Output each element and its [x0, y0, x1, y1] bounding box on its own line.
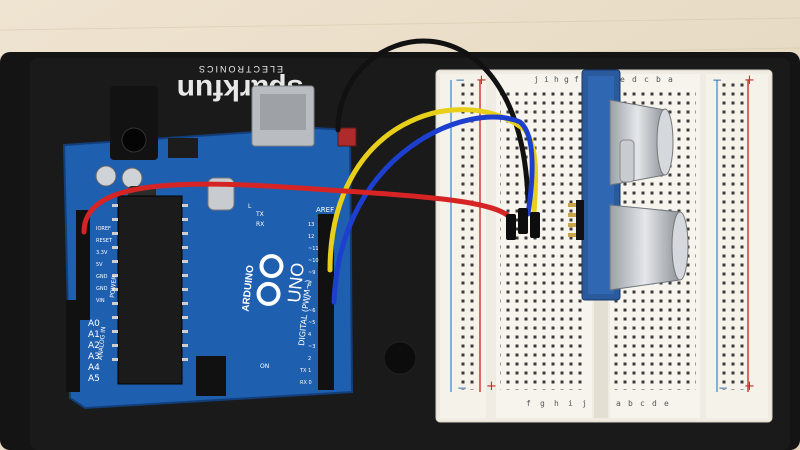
pin-a5: A5	[88, 374, 100, 384]
tx-led-label: TX	[255, 211, 264, 218]
pin-d6: ~6	[308, 308, 315, 314]
voltage-regulator	[168, 138, 198, 158]
col-letter-bottom-i: i	[568, 399, 573, 408]
rail-plus-top-right: +	[744, 73, 755, 88]
col-letter-bottom-h: h	[554, 399, 559, 408]
wire-connectors	[506, 208, 540, 240]
pin-d2: 2	[308, 356, 311, 362]
power-label: POWER	[109, 275, 118, 298]
chip-pins	[112, 204, 188, 361]
col-letter-bottom-a: a	[616, 399, 621, 408]
analog-label: ANALOG IN	[97, 326, 107, 360]
rail-minus-bottom-left: −	[457, 381, 467, 395]
sensor-header-pins	[568, 203, 582, 237]
col-letter-j: j	[534, 75, 539, 84]
analog-header	[66, 300, 80, 392]
blue-wire	[331, 114, 535, 305]
terminal-holes-left	[500, 90, 586, 390]
col-letter-b: b	[656, 75, 661, 84]
transducer-top-face	[656, 108, 674, 176]
col-letter-bottom-e: e	[664, 399, 669, 408]
pin-a1: A1	[88, 330, 100, 340]
mounting-hole	[383, 341, 417, 375]
pin-reset: RESET	[96, 238, 113, 244]
power-jack-socket	[121, 127, 147, 153]
pin-d11: ~11	[308, 246, 319, 252]
pin-d5: ~5	[308, 320, 315, 326]
pin-d3: ~3	[308, 344, 315, 350]
pin-d8: 8	[308, 282, 311, 288]
transducer-bottom	[609, 204, 681, 291]
pin-a3: A3	[88, 352, 100, 362]
col-letter-bottom-b: b	[628, 399, 633, 408]
pin-d7: 7	[308, 296, 311, 302]
uno-model-text: UNO	[284, 262, 308, 304]
logo-loop-left	[256, 281, 281, 306]
aref-label: AREF	[316, 206, 334, 214]
col-letter-i: i	[544, 75, 549, 84]
transducer-bottom-face	[671, 211, 689, 281]
col-letter-g: g	[564, 75, 569, 84]
arduino-logo: ARDUINO UNO	[241, 254, 308, 312]
pin-a4: A4	[88, 363, 100, 373]
rx-led-label: RX	[256, 221, 264, 228]
on-led-label: ON	[260, 363, 269, 370]
pin-vin: VIN	[96, 298, 105, 304]
ultrasonic-sensor	[568, 69, 689, 301]
col-letter-bottom-f: f	[526, 399, 531, 408]
pin-rx0: RX 0	[300, 380, 312, 386]
rail-minus-top-left: −	[455, 73, 465, 87]
pin-d13: 13	[308, 222, 314, 228]
yellow-wire	[327, 107, 539, 273]
col-letter-f: f	[574, 75, 579, 84]
pin-gnd-2: GND	[96, 286, 108, 292]
column-letters: j i h g f e d c b a a b c d e f g h i j	[526, 75, 673, 408]
col-letter-h: h	[554, 75, 559, 84]
col-letter-bottom-g: g	[540, 399, 545, 408]
usb-port-inner	[260, 94, 306, 130]
rail-minus-top-right: −	[712, 73, 722, 87]
reset-button	[337, 127, 357, 147]
pin-a0: A0	[88, 319, 100, 329]
left-rail-holes	[456, 82, 476, 390]
rail-plus-bottom-right: +	[744, 379, 755, 394]
pin-gnd-1: GND	[96, 274, 108, 280]
atmega-chip	[117, 195, 183, 385]
icsp-header	[196, 356, 226, 396]
red-wire	[81, 181, 515, 235]
rail-plus-bottom-left: +	[486, 379, 497, 394]
pin-d12: 12	[308, 234, 314, 240]
col-letter-bottom-d: d	[652, 399, 657, 408]
capacitor-1	[95, 165, 117, 187]
pin-5v: 5V	[96, 262, 103, 268]
col-letter-c: c	[644, 75, 649, 84]
arduino-brand-text: ARDUINO	[241, 264, 257, 312]
right-rail-holes	[722, 82, 744, 390]
logo-loop-right	[259, 254, 284, 279]
rail-minus-bottom-right: −	[718, 381, 728, 395]
pin-3v3: 3.3V	[96, 250, 108, 256]
pin-d4: 4	[308, 332, 311, 338]
pin-d10: ~10	[308, 258, 319, 264]
sensor-crystal	[619, 139, 635, 183]
pin-ioref: IOREF	[96, 226, 111, 232]
l-led-label: L	[248, 203, 252, 210]
sensor-header-housing	[576, 200, 584, 240]
col-letter-e: e	[620, 75, 625, 84]
pin-d9: ~9	[308, 270, 315, 276]
capacitor-2	[121, 167, 143, 189]
pin-a2: A2	[88, 341, 100, 351]
col-letter-a: a	[668, 75, 673, 84]
pin-tx1: TX 1	[299, 368, 311, 374]
col-letter-bottom-c: c	[640, 399, 645, 408]
col-letter-d: d	[632, 75, 637, 84]
sparkfun-sub-text: ELECTRONICS	[197, 64, 283, 74]
col-letter-bottom-j: j	[582, 399, 587, 408]
rail-plus-top-left: +	[476, 73, 487, 88]
power-header	[76, 210, 90, 320]
